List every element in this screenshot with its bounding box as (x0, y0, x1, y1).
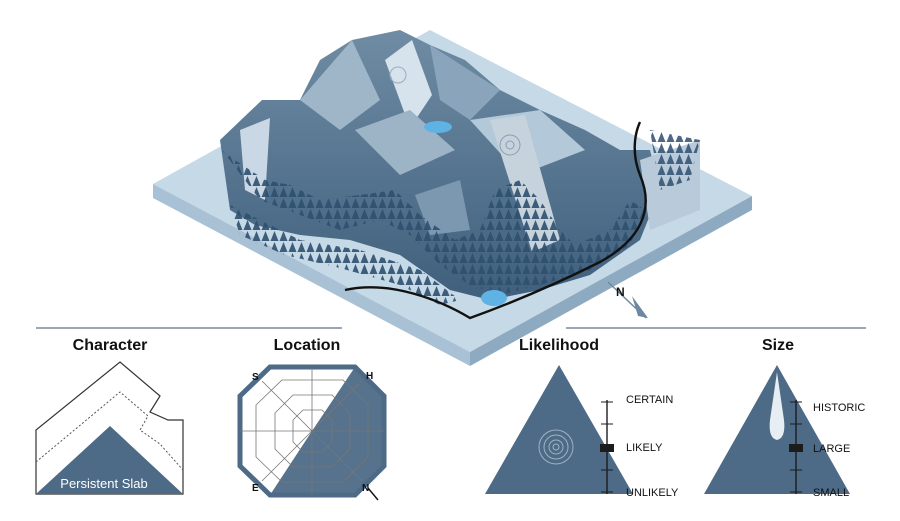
location-label-e: E (252, 483, 259, 494)
location-label-s: S (252, 372, 259, 383)
lake (481, 290, 507, 306)
forest (230, 205, 460, 305)
location-rose-grid (240, 367, 384, 495)
terrain-block (153, 30, 752, 366)
lake (424, 121, 452, 133)
likelihood-level-certain: CERTAIN (626, 394, 673, 406)
north-compass: N (607, 281, 648, 319)
compass-north-label: N (616, 285, 625, 299)
persistent-slab-shape (36, 426, 183, 494)
location-label-h: H (366, 371, 373, 382)
location-north-arrow-icon (367, 487, 379, 501)
road (344, 121, 647, 320)
location-panel: S H E N (237, 364, 387, 501)
likelihood-level-unlikely: UNLIKELY (626, 487, 679, 499)
snow-face (355, 110, 455, 175)
snow-face (300, 40, 380, 130)
compass-arrow-icon (632, 296, 648, 318)
divider-left (36, 327, 342, 329)
likelihood-panel: CERTAIN LIKELY UNLIKELY (485, 365, 679, 499)
terrain-base-left-side (153, 184, 470, 366)
size-panel: HISTORIC LARGE SMALL (704, 365, 865, 499)
forest (222, 150, 645, 295)
snow-face (430, 45, 500, 120)
character-problem-label: Persistent Slab (60, 476, 147, 491)
likelihood-title: Likelihood (519, 337, 599, 354)
size-marker (789, 444, 803, 452)
forest (650, 130, 700, 190)
likelihood-target-icon (538, 429, 574, 465)
likelihood-triangle (485, 365, 633, 494)
location-label-n: N (362, 483, 369, 494)
start-zone-marker (499, 134, 521, 156)
size-level-large: LARGE (813, 443, 850, 455)
start-zone-marker (505, 140, 515, 150)
character-panel: Persistent Slab (35, 361, 184, 495)
location-title: Location (273, 337, 341, 354)
likelihood-marker (600, 444, 614, 452)
divider-right (566, 327, 866, 329)
size-avalanche-plume (769, 372, 785, 440)
start-zone-marker (389, 66, 407, 84)
character-title: Character (72, 337, 148, 354)
terrain-base-right-side (470, 196, 752, 366)
snow-face (385, 40, 432, 128)
character-inner-outline (35, 391, 184, 471)
likelihood-level-likely: LIKELY (626, 442, 663, 454)
size-level-historic: HISTORIC (813, 402, 865, 414)
size-title: Size (761, 337, 794, 354)
size-level-small: SMALL (813, 487, 849, 499)
